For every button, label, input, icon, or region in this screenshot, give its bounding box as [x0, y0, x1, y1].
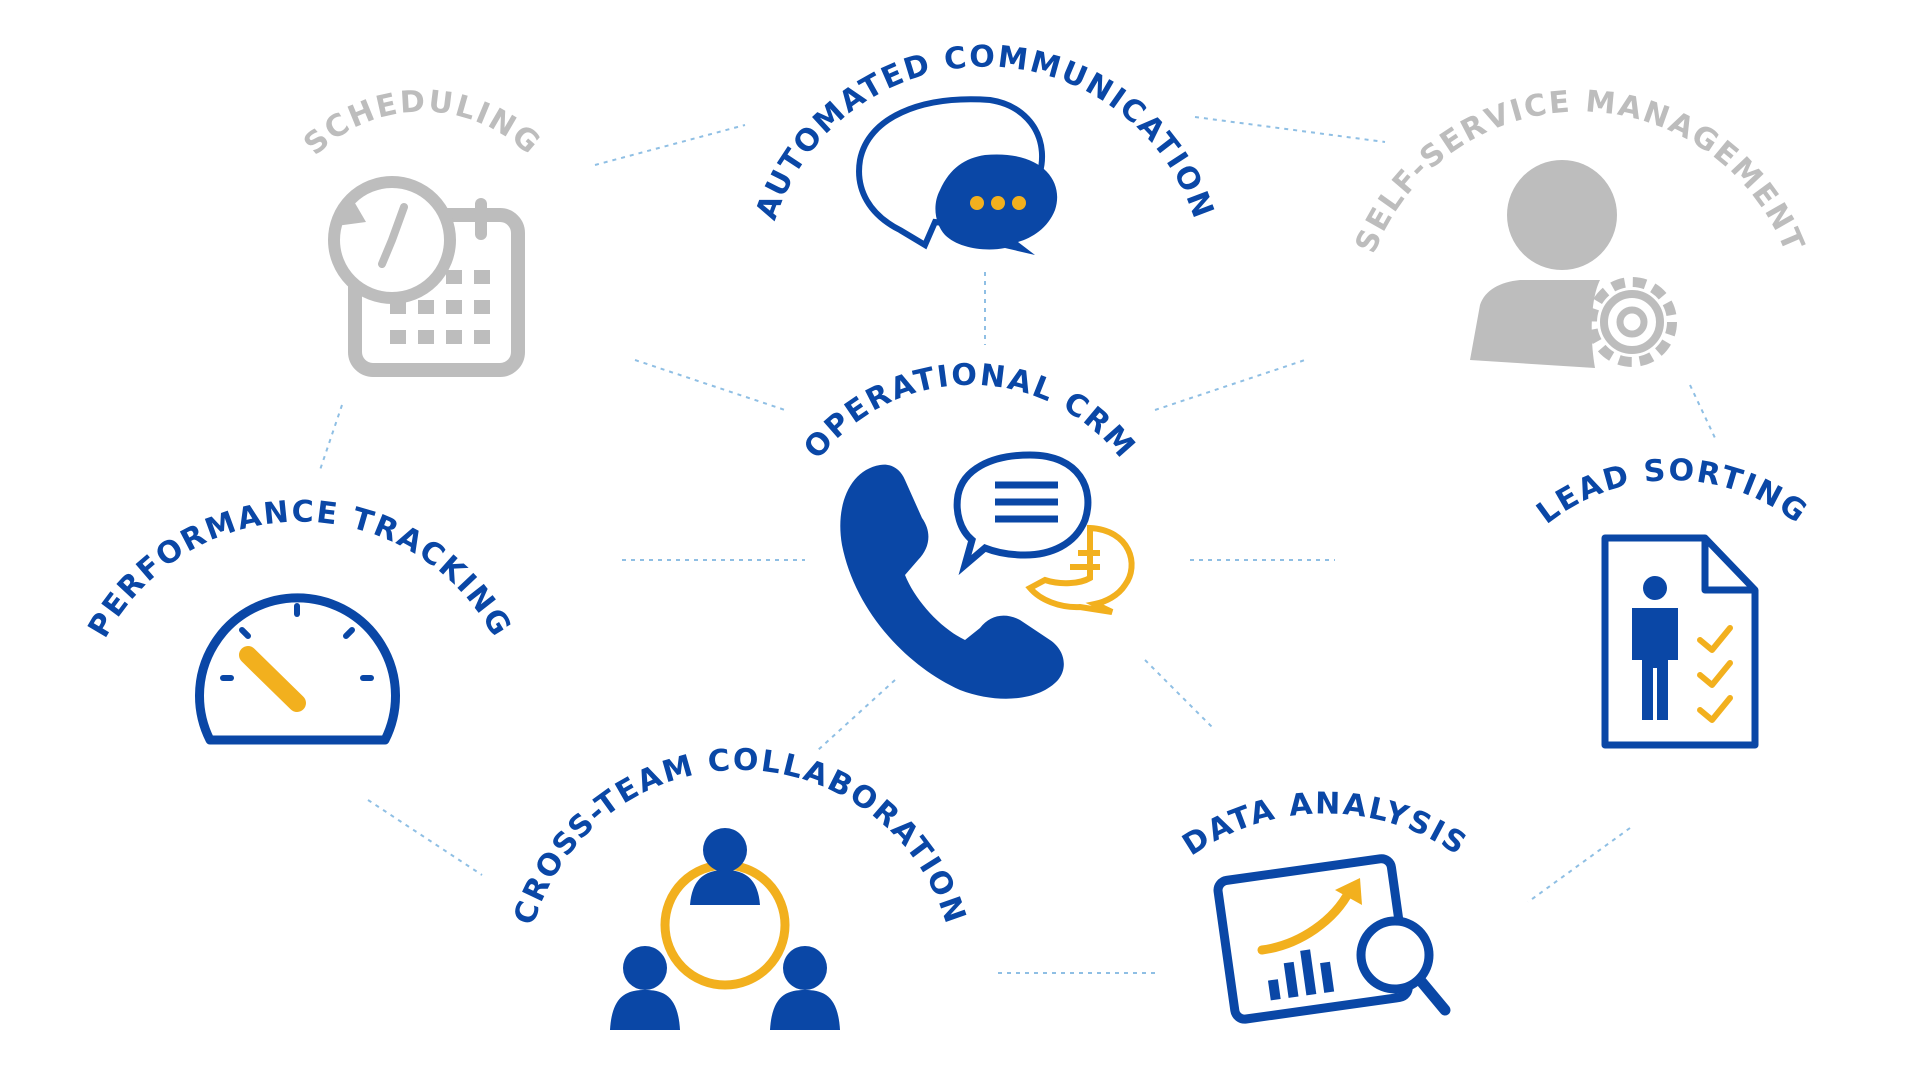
profile-checklist-icon	[1601, 534, 1759, 749]
connector-lines	[319, 116, 1716, 974]
team-cycle-icon	[610, 828, 840, 1030]
data-analysis-label: DATA ANALYSIS	[1176, 786, 1473, 863]
phone-chat-icon	[840, 451, 1135, 699]
connector-selfservice-lead	[1689, 384, 1716, 439]
connector-scheduling-center	[634, 359, 786, 411]
connector-selfservice-center	[1154, 359, 1306, 411]
connector-center-data	[1144, 659, 1216, 731]
connector-automated-selfservice	[1194, 116, 1386, 143]
chat-bubbles-icon	[856, 96, 1058, 255]
clock-calendar-icon	[328, 176, 525, 377]
lead-sorting-label: LEAD SORTING	[1530, 453, 1814, 531]
connector-performance-crossteam	[367, 799, 483, 876]
scheduling-label: SCHEDULING	[297, 84, 547, 162]
connector-scheduling-automated	[594, 124, 746, 166]
connector-center-crossteam	[817, 679, 896, 751]
operational-crm-label: OPERATIONAL CRM	[797, 358, 1142, 466]
connector-scheduling-performance	[319, 404, 343, 471]
chart-magnifier-icon	[1213, 854, 1451, 1024]
connector-lead-data	[1527, 827, 1631, 903]
user-gear-icon	[1470, 160, 1677, 368]
speedometer-icon	[195, 593, 400, 745]
